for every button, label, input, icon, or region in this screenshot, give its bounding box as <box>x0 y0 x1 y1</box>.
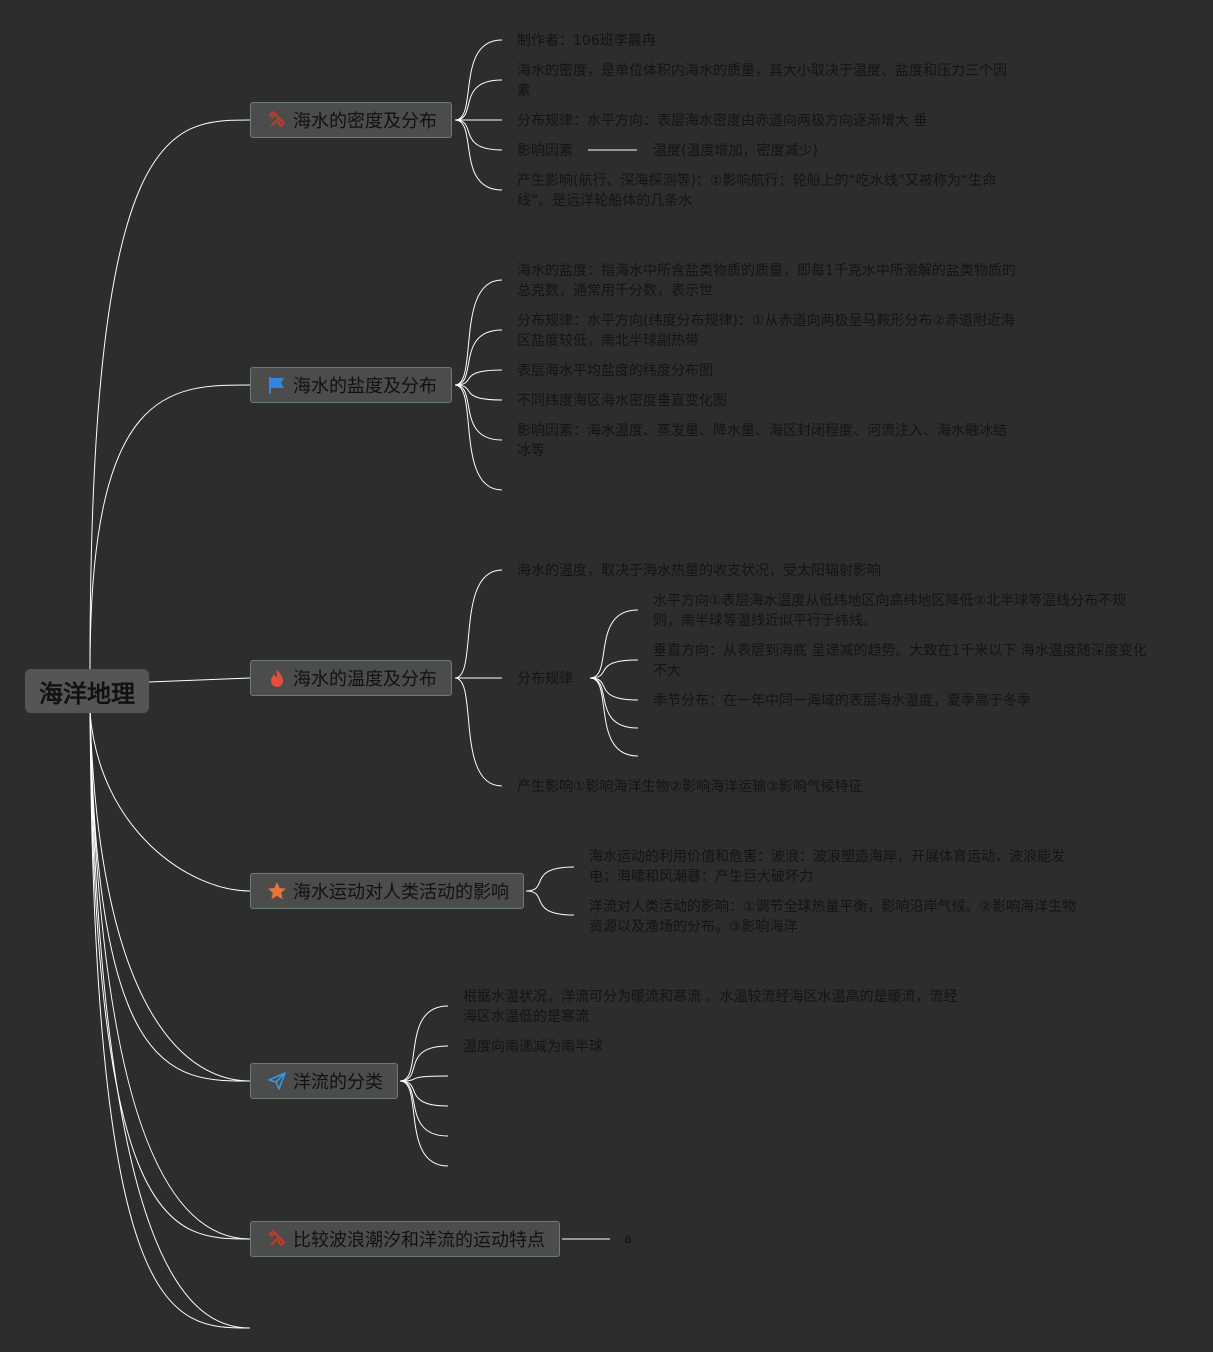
branch-human-impact-label: 海水运动对人类活动的影响 <box>293 882 509 903</box>
leaf-density-impact: 产生影响(航行、深海探测等)：①影响航行：轮船上的“吃水线”又被称为“生命线”。… <box>517 173 997 209</box>
connector-branch-leaf <box>454 79 503 121</box>
connector-leaf-leaf <box>589 609 639 679</box>
leaf-southern-hemisphere: 温度向南递减为南半球 <box>463 1039 603 1055</box>
connector-branch-leaf <box>454 369 503 386</box>
connector-central-branch <box>89 712 251 1082</box>
leaf-temperature-vertical: 垂直方向：从表层到海底 呈递减的趋势。大致在1千米以下 海水温度随深度变化不大 <box>653 643 1147 679</box>
branch-current-types-label: 洋流的分类 <box>293 1072 383 1093</box>
connector-branch-leaf <box>454 677 503 787</box>
connector-branch-leaf <box>454 569 503 679</box>
branch-density[interactable]: 海水的密度及分布 <box>250 102 452 138</box>
flag-icon <box>267 375 287 395</box>
connector-branch-leaf <box>525 866 575 892</box>
leaf-current-classification: 根据水温状况，洋流可分为暖流和寒流 。水温较流经海区水温高的是暖流，流经海区水温… <box>463 989 958 1025</box>
connector-branch-leaf <box>454 384 503 441</box>
connector-central-branch <box>89 712 251 1329</box>
connector-branch-leaf <box>454 329 503 386</box>
connector-branch-leaf <box>399 1080 449 1107</box>
leaf-density-temperature: 温度(温度增加，密度减少) <box>653 143 818 159</box>
leaf-motion-a: a <box>624 1232 632 1247</box>
connector-branch-leaf <box>399 1080 449 1137</box>
tools-icon <box>267 1229 287 1249</box>
connector-branch-leaf <box>454 384 503 401</box>
connector-branch-leaf <box>454 119 503 151</box>
leaf-temperature-distribution: 分布规律 <box>517 671 573 687</box>
branch-salinity[interactable]: 海水的盐度及分布 <box>250 367 452 403</box>
connector-branch-leaf <box>399 1045 449 1082</box>
branch-human-impact[interactable]: 海水运动对人类活动的影响 <box>250 873 524 909</box>
connector-central-branch <box>89 384 251 670</box>
fire-icon <box>267 668 287 688</box>
branch-salinity-label: 海水的盐度及分布 <box>293 376 437 397</box>
tools-icon <box>267 110 287 130</box>
leaf-salinity-definition: 海水的盐度：指海水中所含盐类物质的质量，即每1千克水中所溶解的盐类物质的总克数，… <box>517 263 1016 299</box>
connector-central-branch <box>89 668 251 1240</box>
connector-branch-leaf <box>399 1080 449 1167</box>
leaf-wave-value: 海水运动的利用价值和危害：波浪：波浪塑造海岸，开展体育运动，波浪能发电；海啸和风… <box>589 849 1065 885</box>
leaf-density-definition: 海水的密度，是单位体积内海水的质量，其大小取决于温度、盐度和压力三个因素 <box>517 63 1007 99</box>
connector-leaf-leaf <box>589 677 639 757</box>
connector-branch-leaf <box>454 119 503 191</box>
central-topic[interactable]: 海洋地理 <box>25 669 149 713</box>
leaf-temperature-horizontal: 水平方向①表层海水温度从低纬地区向高纬地区降低②北半球等温线分布不规则，南半球等… <box>653 593 1127 629</box>
connector-central-branch <box>148 677 251 683</box>
connector-branch-leaf <box>454 279 503 386</box>
branch-density-label: 海水的密度及分布 <box>293 111 437 132</box>
connector-leaf-leaf <box>589 659 639 679</box>
leaf-temperature-definition: 海水的温度，取决于海水热量的收支状况，受太阳辐射影响 <box>517 563 881 579</box>
connector-central-branch <box>89 119 251 670</box>
connector-central-branch <box>89 712 251 892</box>
branch-current-types[interactable]: 洋流的分类 <box>250 1063 398 1099</box>
connector-leaf-leaf <box>589 677 639 701</box>
connector-central-branch <box>89 668 251 1082</box>
leaf-density-distribution: 分布规律：水平方向：表层海水密度由赤道向两极方向逐渐增大 垂 <box>517 113 928 129</box>
central-topic-label: 海洋地理 <box>39 679 135 708</box>
connector-leaf-leaf <box>589 677 639 729</box>
star-icon <box>267 881 287 901</box>
leaf-salinity-map: 表层海水平均盐度的纬度分布图 <box>517 363 713 379</box>
connector-branch-leaf <box>525 890 575 916</box>
leaf-temperature-impact: 产生影响①影响海洋生物②影响海洋运输③影响气候特征 <box>517 779 863 795</box>
leaf-salinity-vertical: 不同纬度海区海水密度垂直变化图 <box>517 393 727 409</box>
branch-motion-comparison[interactable]: 比较波浪潮汐和洋流的运动特点 <box>250 1221 560 1257</box>
connector-branch-leaf <box>454 39 503 121</box>
leaf-author: 制作者：106班李晨冉 <box>517 33 656 49</box>
leaf-salinity-distribution: 分布规律：水平方向(纬度分布规律)：①从赤道向两极呈马鞍形分布②赤道附近海区盐度… <box>517 313 1016 349</box>
leaf-current-impact: 洋流对人类活动的影响：①调节全球热量平衡，影响沿岸气候。②影响海洋生物资源以及渔… <box>589 899 1077 935</box>
leaf-density-factors: 影响因素 <box>517 143 573 159</box>
branch-temperature-label: 海水的温度及分布 <box>293 669 437 690</box>
connector-central-branch <box>89 712 251 1240</box>
branch-motion-comparison-label: 比较波浪潮汐和洋流的运动特点 <box>293 1230 545 1251</box>
branch-temperature[interactable]: 海水的温度及分布 <box>250 660 452 696</box>
connector-central-branch <box>89 668 251 1329</box>
paper-plane-icon <box>267 1071 287 1091</box>
leaf-salinity-factors: 影响因素：海水温度、蒸发量、降水量、海区封闭程度、河流注入、海水融冰结冰等 <box>517 423 1007 459</box>
connector-branch-leaf <box>454 384 503 491</box>
leaf-temperature-seasonal: 季节分布：在一年中同一海域的表层海水温度，夏季高于冬季 <box>653 693 1031 709</box>
connector-branch-leaf <box>399 1075 449 1082</box>
connector-branch-leaf <box>399 1005 449 1082</box>
